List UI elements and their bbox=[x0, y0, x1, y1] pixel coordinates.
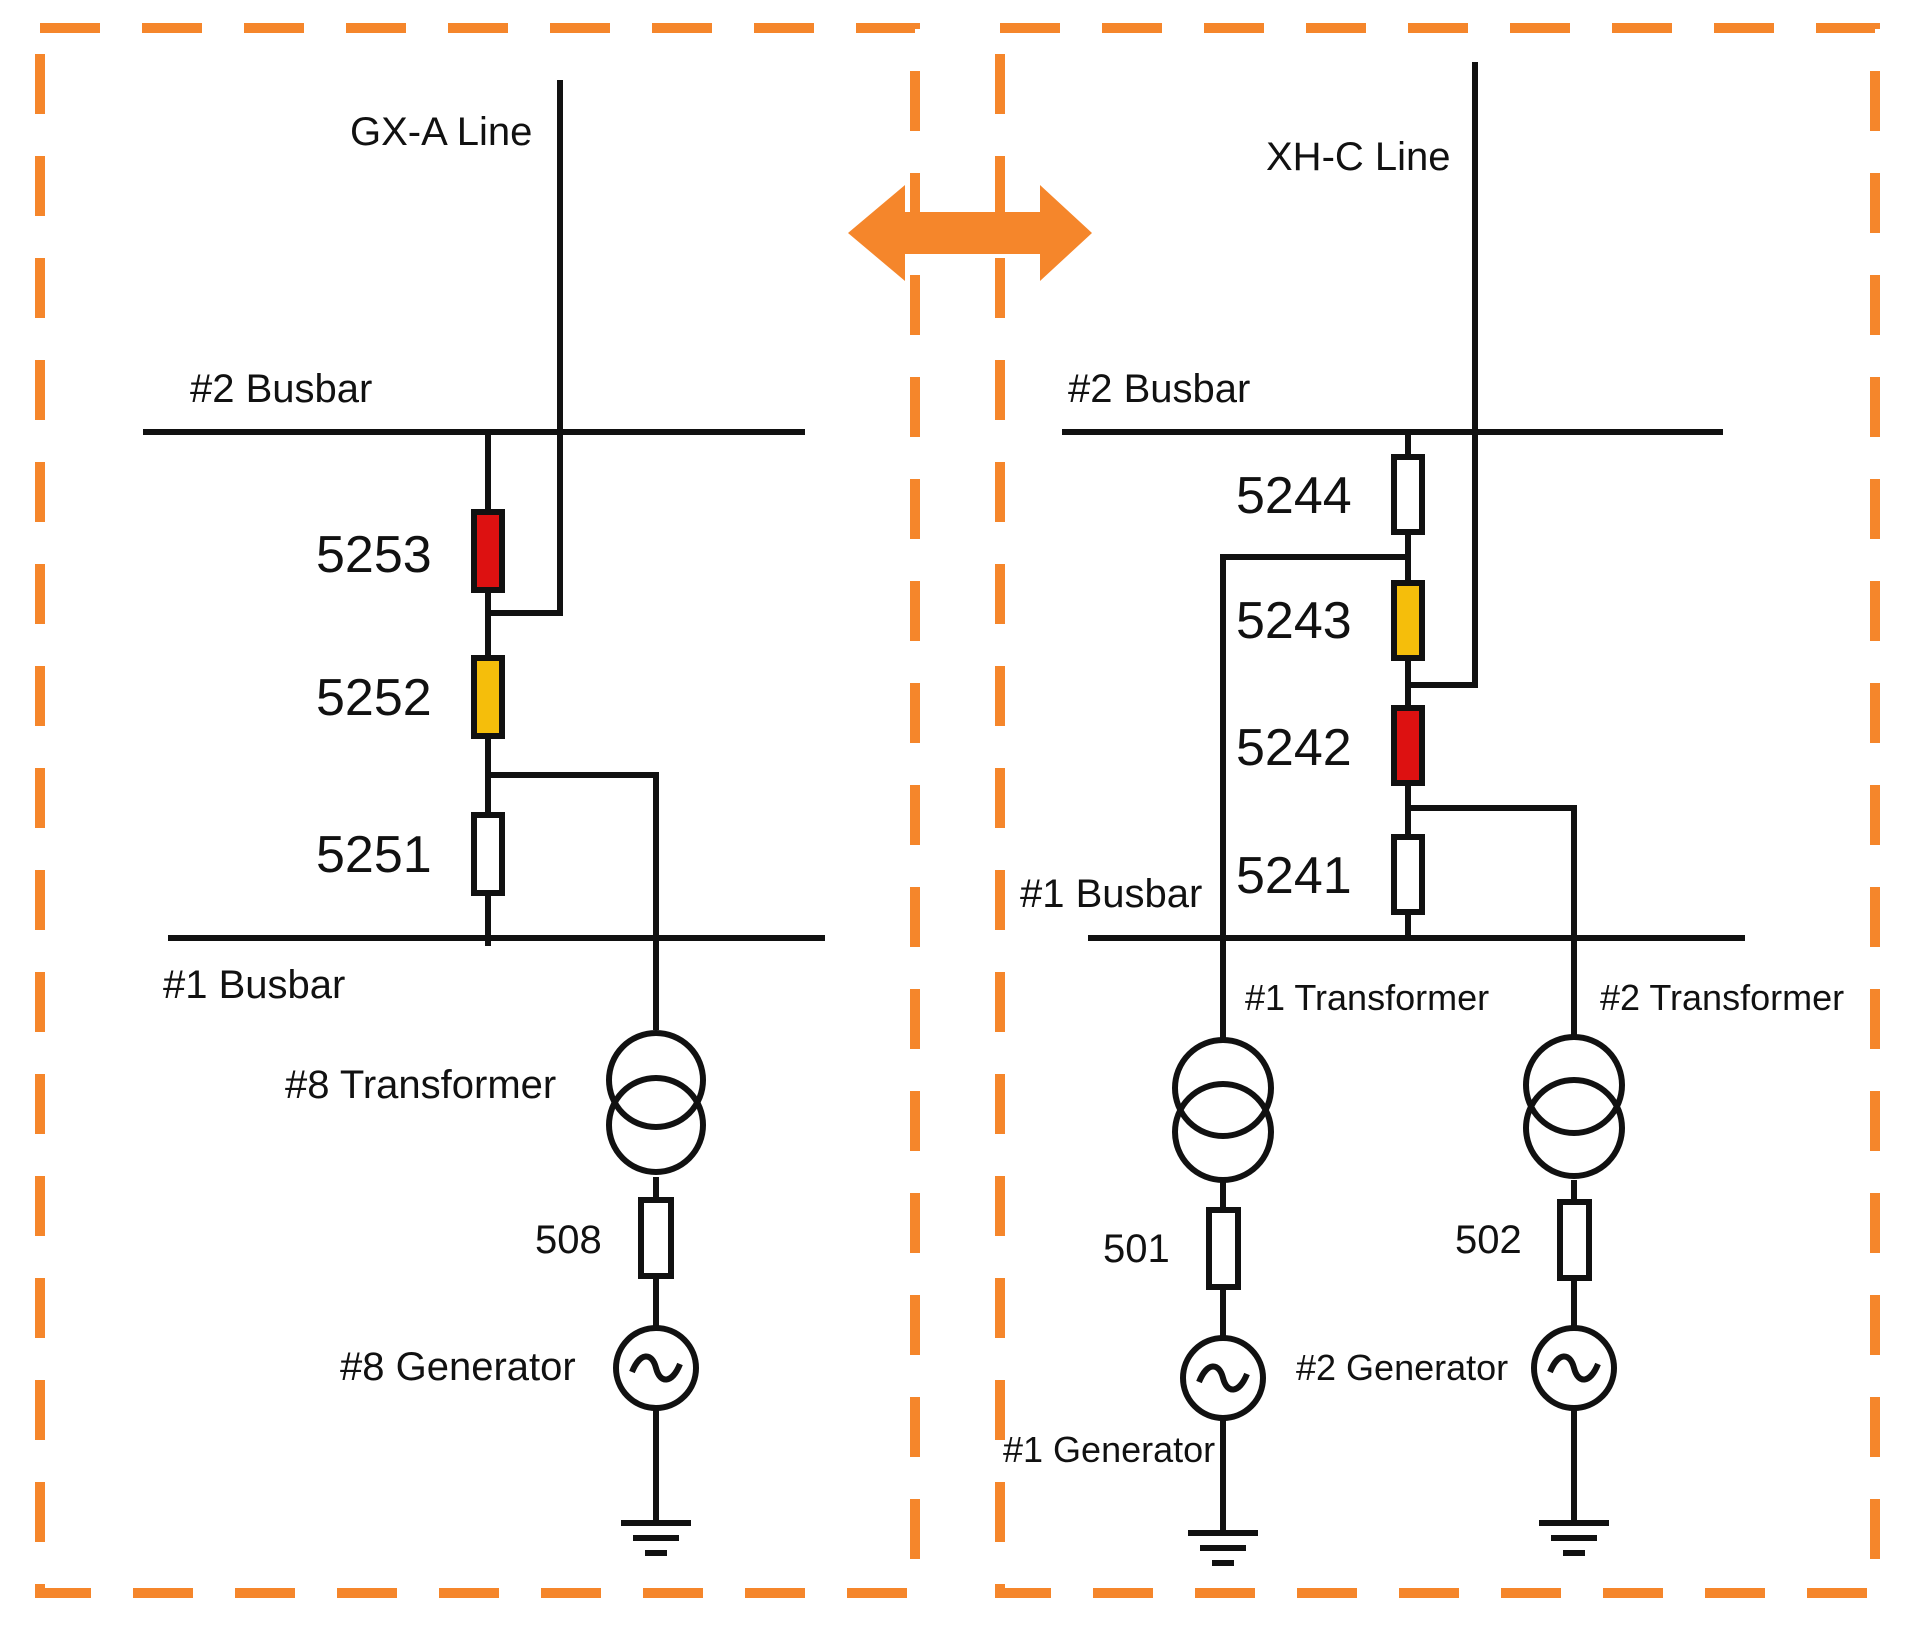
left-busbar-1-label: #1 Busbar bbox=[163, 963, 345, 1007]
transformer-1-label: #1 Transformer bbox=[1245, 977, 1489, 1018]
right-busbar-1-label: #1 Busbar bbox=[1020, 872, 1202, 916]
breaker-502-label: 502 bbox=[1455, 1218, 1522, 1262]
generator-2-icon bbox=[1531, 1325, 1617, 1411]
breaker-5251 bbox=[471, 812, 505, 896]
breaker-5243 bbox=[1391, 580, 1425, 661]
right-station-frame bbox=[995, 23, 1880, 1598]
breaker-5244 bbox=[1391, 454, 1425, 535]
transformer-2-label: #2 Transformer bbox=[1600, 977, 1844, 1018]
generator-8-label: #8 Generator bbox=[340, 1345, 576, 1389]
ground-icon bbox=[1188, 1530, 1258, 1566]
breaker-5252 bbox=[471, 655, 505, 739]
breaker-501-label: 501 bbox=[1103, 1227, 1170, 1271]
breaker-5244-label: 5244 bbox=[1236, 467, 1352, 525]
xh-c-line-label: XH-C Line bbox=[1266, 135, 1451, 179]
double-arrow-icon bbox=[848, 185, 1092, 281]
breaker-5241 bbox=[1391, 834, 1425, 915]
gx-a-line bbox=[488, 80, 563, 616]
transformer-2-icon bbox=[1523, 1034, 1625, 1179]
breaker-508-label: 508 bbox=[535, 1218, 602, 1262]
ground-icon bbox=[621, 1520, 691, 1556]
generator-8-icon bbox=[613, 1325, 699, 1411]
generator-2-label: #2 Generator bbox=[1296, 1347, 1508, 1388]
left-transformer-feeder bbox=[488, 772, 659, 1030]
gx-a-line-label: GX-A Line bbox=[350, 110, 532, 154]
transformer-1-icon bbox=[1172, 1037, 1274, 1183]
breaker-5243-label: 5243 bbox=[1236, 592, 1352, 650]
left-station-frame bbox=[35, 23, 920, 1598]
breaker-5253 bbox=[471, 509, 505, 593]
xh-c-line bbox=[1408, 62, 1478, 688]
transformer-1-feeder bbox=[1220, 554, 1408, 1040]
breaker-5253-label: 5253 bbox=[316, 526, 432, 584]
generator-1-label: #1 Generator bbox=[1003, 1429, 1215, 1470]
breaker-508 bbox=[638, 1197, 674, 1279]
transformer-2-feeder bbox=[1408, 805, 1577, 1040]
left-station bbox=[143, 80, 825, 1520]
transformer-8-icon bbox=[606, 1030, 706, 1175]
breaker-5241-label: 5241 bbox=[1236, 847, 1352, 905]
breaker-5242-label: 5242 bbox=[1236, 719, 1352, 777]
breaker-502 bbox=[1557, 1199, 1592, 1281]
generator-1-icon bbox=[1180, 1335, 1266, 1421]
right-busbar-2-label: #2 Busbar bbox=[1068, 367, 1250, 411]
breaker-5252-label: 5252 bbox=[316, 669, 432, 727]
breaker-501 bbox=[1206, 1207, 1241, 1290]
left-busbar-2-label: #2 Busbar bbox=[190, 367, 372, 411]
breaker-5242 bbox=[1391, 705, 1425, 786]
breaker-5251-label: 5251 bbox=[316, 826, 432, 884]
ground-icon bbox=[1539, 1520, 1609, 1556]
right-station bbox=[1062, 62, 1745, 1530]
transformer-8-label: #8 Transformer bbox=[285, 1063, 556, 1107]
